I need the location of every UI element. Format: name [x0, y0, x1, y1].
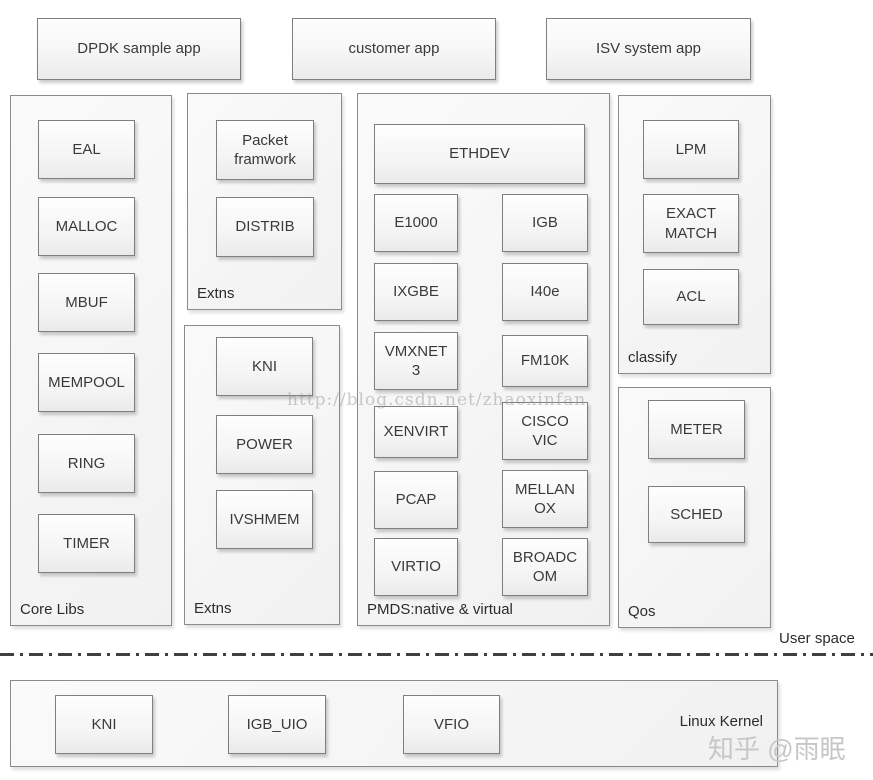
user-kernel-divider [0, 653, 873, 656]
box-ixgbe: IXGBE [374, 263, 458, 321]
box-virtio: VIRTIO [374, 538, 458, 596]
group-core-libs: EAL MALLOC MBUF MEMPOOL RING TIMER Core … [10, 95, 172, 626]
group-label-core-libs: Core Libs [20, 601, 85, 618]
box-packet-framework: Packet framwork [216, 120, 314, 180]
box-mbuf: MBUF [38, 273, 135, 332]
box-timer: TIMER [38, 514, 135, 573]
group-label-linux-kernel: Linux Kernel [679, 713, 763, 730]
box-exact-match: EXACT MATCH [643, 194, 739, 253]
group-label-qos: Qos [628, 603, 656, 620]
box-xenvirt: XENVIRT [374, 406, 458, 458]
group-qos: METER SCHED Qos [618, 387, 771, 628]
group-classify: LPM EXACT MATCH ACL classify [618, 95, 771, 374]
box-igb-uio: IGB_UIO [228, 695, 326, 754]
group-label-extns-top: Extns [197, 285, 235, 302]
box-kni: KNI [216, 337, 313, 396]
box-e1000: E1000 [374, 194, 458, 252]
box-fm10k: FM10K [502, 335, 588, 387]
box-acl: ACL [643, 269, 739, 325]
box-pcap: PCAP [374, 471, 458, 529]
box-igb: IGB [502, 194, 588, 252]
group-pmds: ETHDEV E1000 IXGBE VMXNET 3 XENVIRT PCAP… [357, 93, 610, 626]
box-sched: SCHED [648, 486, 745, 543]
user-space-label: User space [779, 630, 855, 647]
box-customer-app: customer app [292, 18, 496, 80]
box-eal: EAL [38, 120, 135, 179]
box-malloc: MALLOC [38, 197, 135, 256]
box-ivshmem: IVSHMEM [216, 490, 313, 549]
box-power: POWER [216, 415, 313, 474]
box-distrib: DISTRIB [216, 197, 314, 257]
box-kernel-kni: KNI [55, 695, 153, 754]
group-label-extns-bottom: Extns [194, 600, 232, 617]
group-label-classify: classify [628, 349, 678, 366]
box-ring: RING [38, 434, 135, 493]
box-dpdk-sample-app: DPDK sample app [37, 18, 241, 80]
group-label-pmds: PMDS:native & virtual [367, 601, 513, 618]
box-i40e: I40e [502, 263, 588, 321]
box-cisco-vic: CISCO VIC [502, 402, 588, 460]
box-mempool: MEMPOOL [38, 353, 135, 412]
box-ethdev: ETHDEV [374, 124, 585, 184]
group-extns-bottom: KNI POWER IVSHMEM Extns [184, 325, 340, 625]
group-extns-top: Packet framwork DISTRIB Extns [187, 93, 342, 310]
box-meter: METER [648, 400, 745, 459]
box-mellanox: MELLAN OX [502, 470, 588, 528]
box-broadcom: BROADC OM [502, 538, 588, 596]
box-vmxnet3: VMXNET 3 [374, 332, 458, 390]
group-linux-kernel: KNI IGB_UIO VFIO Linux Kernel [10, 680, 778, 767]
csdn-watermark: http://blog.csdn.net/zhaoxinfan [287, 390, 587, 410]
box-isv-system-app: ISV system app [546, 18, 751, 80]
box-lpm: LPM [643, 120, 739, 179]
zhihu-watermark: 知乎 @雨眠 [708, 734, 846, 764]
box-vfio: VFIO [403, 695, 500, 754]
